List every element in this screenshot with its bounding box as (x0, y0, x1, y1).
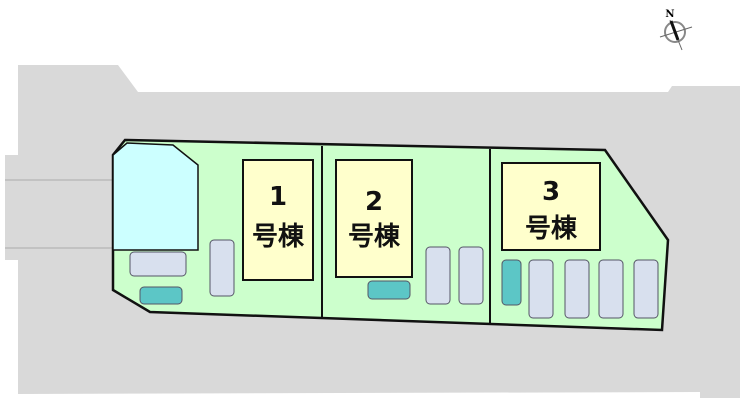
building-2[interactable]: 2 号棟 (335, 159, 413, 278)
car-icon (458, 246, 484, 305)
parking-cars (129, 239, 659, 319)
car-icon (501, 259, 522, 306)
car-icon (528, 259, 554, 319)
car-icon (564, 259, 590, 319)
building-3-number: 3 (542, 177, 560, 207)
building-3[interactable]: 3 号棟 (501, 162, 601, 251)
north-arrow-icon: N (659, 9, 693, 51)
car-icon (425, 246, 451, 305)
car-icon (367, 280, 411, 300)
building-1[interactable]: 1 号棟 (242, 159, 314, 281)
water-area (112, 142, 199, 251)
car-icon (129, 251, 187, 277)
building-1-number: 1 (269, 182, 287, 212)
car-icon (598, 259, 624, 319)
building-2-number: 2 (365, 187, 383, 217)
car-icon (209, 239, 235, 297)
car-icon (139, 286, 183, 305)
building-1-suffix: 号棟 (252, 222, 305, 252)
car-icon (633, 259, 659, 319)
building-3-suffix: 号棟 (525, 214, 578, 244)
building-2-suffix: 号棟 (348, 222, 401, 252)
north-label: N (665, 9, 674, 20)
